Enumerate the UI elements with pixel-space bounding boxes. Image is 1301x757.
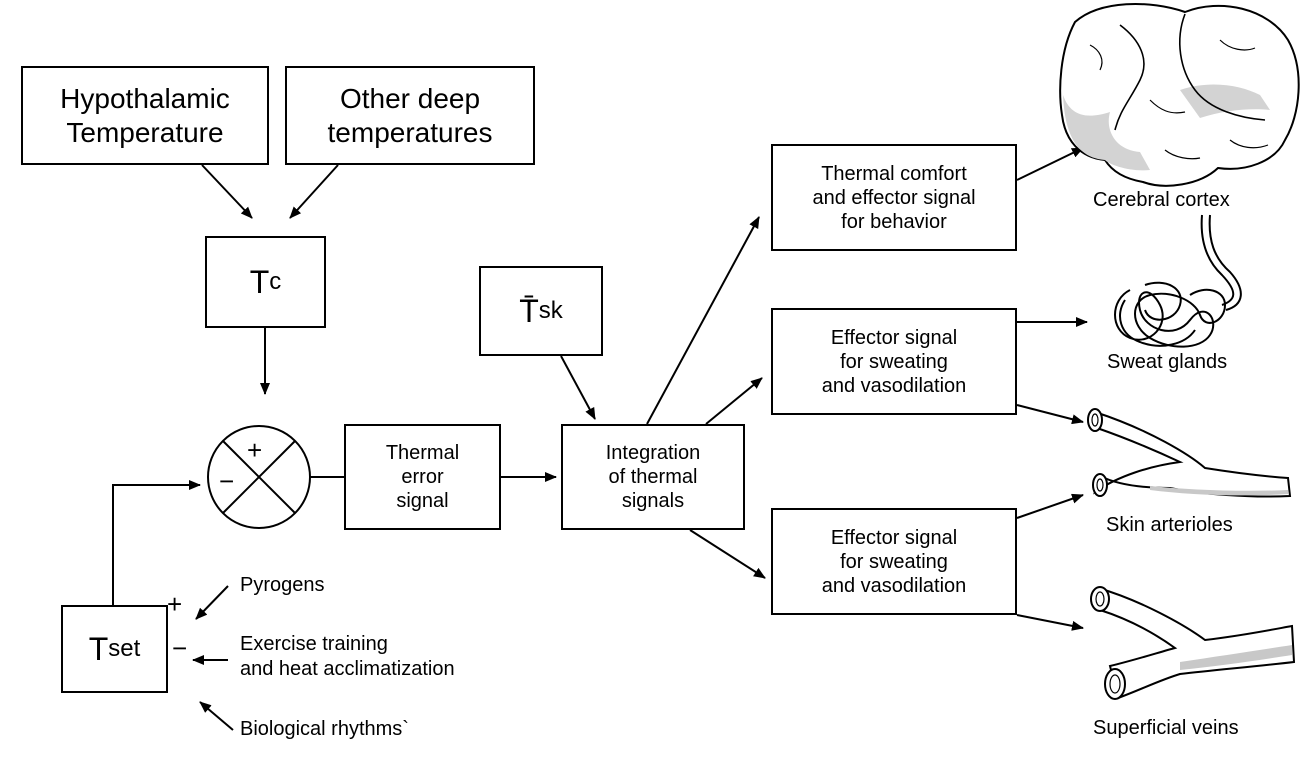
arrow-hypothalamic-to-tc — [201, 164, 253, 219]
hypothalamic-temperature-box: Hypothalamic Temperature — [21, 66, 269, 165]
tc-subscript: c — [269, 267, 282, 295]
arrow-behavior-to-cortex — [1016, 147, 1084, 181]
sweat-glands-label: Sweat glands — [1107, 351, 1228, 373]
integration-box: Integration of thermal signals — [561, 424, 745, 530]
cerebral-cortex-label: Cerebral cortex — [1093, 189, 1230, 211]
sweating-effector-box-2: Effector signal for sweating and vasodil… — [771, 508, 1017, 615]
arrow-sweating-2-to-arterioles — [1016, 493, 1084, 519]
tset-minus: − — [172, 633, 188, 663]
thermal-error-box: Thermal error signal — [344, 424, 501, 530]
deep-temperatures-box: Other deep temperatures — [285, 66, 535, 165]
tsk-box: T̄sk — [479, 266, 603, 356]
tset-label: T — [88, 630, 109, 667]
vein-icon — [1090, 586, 1296, 700]
arrow-integration-to-sweating-1 — [705, 377, 763, 425]
tsk-label: T̄ — [519, 292, 539, 329]
arrow-rhythms-to-tset — [199, 701, 234, 731]
arrow-sweating-2-to-veins — [1016, 614, 1084, 631]
rhythms-label: Biological rhythms` — [240, 718, 409, 740]
sweat-gland-icon — [1114, 214, 1242, 348]
tset-plus: + — [167, 589, 183, 619]
pyrogens-label: Pyrogens — [240, 574, 325, 596]
brain-icon — [1059, 3, 1300, 187]
arrow-tset-to-comparator — [112, 480, 201, 605]
tsk-subscript: sk — [538, 296, 563, 324]
arrow-integration-to-sweating-2 — [689, 529, 766, 579]
exercise-label: Exercise training and heat acclimatizati… — [240, 633, 455, 680]
arrow-sweating-1-to-arterioles — [1016, 404, 1084, 425]
comparator-plus: + — [247, 435, 263, 465]
arrow-deep-to-tc — [289, 164, 339, 219]
arteriole-icon — [1087, 408, 1292, 498]
tc-label: T — [249, 263, 270, 300]
comparator-minus: − — [219, 466, 235, 496]
superficial-veins-label: Superficial veins — [1093, 717, 1239, 739]
skin-arterioles-label: Skin arterioles — [1106, 514, 1233, 536]
arrow-pyrogens-to-tset — [195, 585, 229, 620]
arrow-tsk-to-integration — [560, 355, 596, 420]
behavior-effector-box: Thermal comfort and effector signal for … — [771, 144, 1017, 251]
sweating-effector-box-1: Effector signal for sweating and vasodil… — [771, 308, 1017, 415]
tset-subscript: set — [108, 634, 141, 662]
arrow-integration-to-behavior — [646, 216, 760, 425]
